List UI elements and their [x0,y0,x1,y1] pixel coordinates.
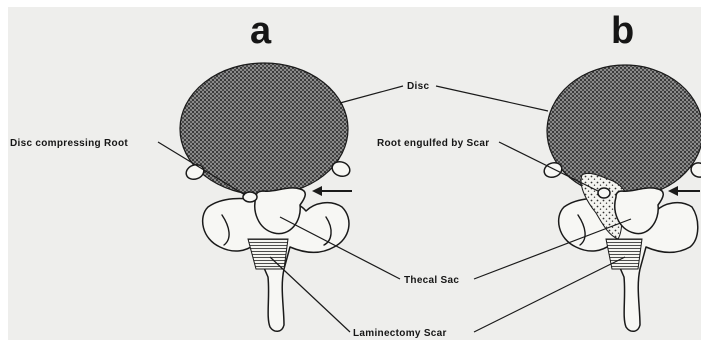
arrow-left-icon [312,186,352,196]
compressed-root-a [243,192,257,202]
spine-a [180,63,352,331]
label-laminectomy-scar: Laminectomy Scar [353,328,447,339]
laminectomy-scar-a [248,239,288,269]
laminectomy-scar-b [606,239,642,269]
spine-b [542,65,701,331]
panel-label-a: a [250,10,272,52]
leader-thecal-sac-b [474,219,631,279]
lumbar-spine-diagram: a b [8,7,701,340]
panel-label-b: b [611,10,634,52]
disc-a [180,63,348,195]
engulfed-root-b [598,188,610,198]
label-root-engulfed-by-scar: Root engulfed by Scar [377,138,489,149]
label-thecal-sac: Thecal Sac [404,275,459,286]
figure-panel: a b [8,7,701,340]
leader-disc-b [436,86,548,111]
leader-laminectomy-b [474,257,625,332]
leader-disc-a [340,86,403,103]
label-disc: Disc [407,81,429,92]
arrow-left-icon [668,186,700,196]
label-disc-compressing-root: Disc compressing Root [10,138,128,149]
